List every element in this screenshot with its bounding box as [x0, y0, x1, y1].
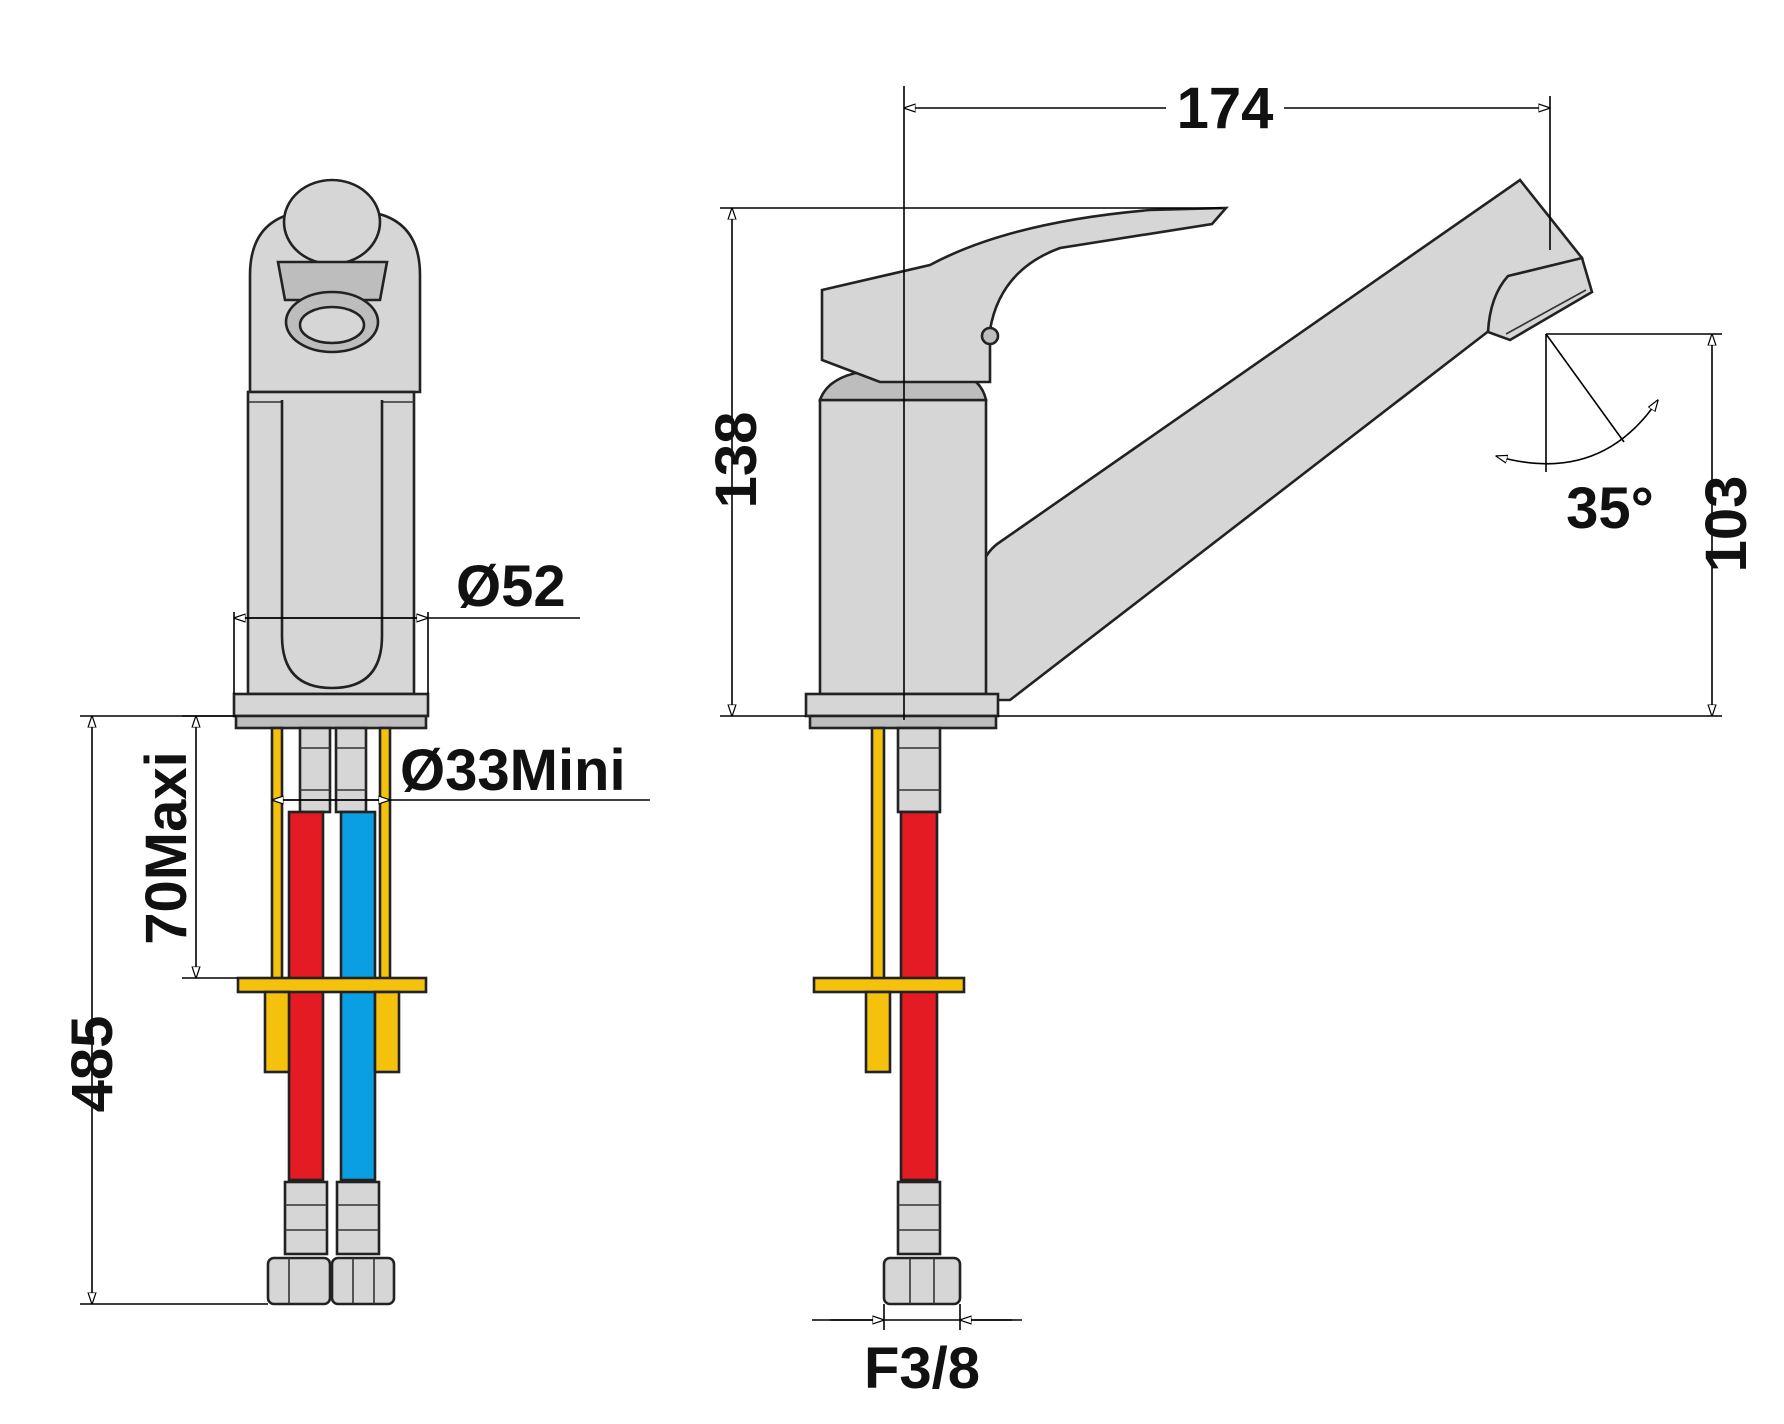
front-lever	[248, 178, 422, 394]
front-hose-ends	[283, 1180, 381, 1256]
lever-neck	[276, 260, 389, 302]
side-aerator	[1486, 256, 1594, 342]
label-deck-thickness: 70Maxi	[134, 751, 199, 944]
label-connector-thread: F3/8	[864, 1336, 980, 1401]
label-hose-length: 485	[60, 1016, 125, 1113]
side-body	[818, 398, 988, 696]
side-base	[804, 692, 1000, 718]
front-base	[232, 692, 430, 718]
width-label-bg	[1166, 74, 1284, 134]
dim-hole-diameter: Ø33Mini	[272, 738, 650, 803]
front-hex-nut-right	[330, 1256, 396, 1306]
dim-width-total: 174	[904, 74, 1551, 250]
side-spout	[973, 178, 1584, 702]
side-lever	[820, 206, 1229, 384]
label-width-total: 174	[1177, 76, 1274, 141]
front-hose-cold	[339, 810, 377, 1182]
side-nut	[864, 990, 892, 1074]
label-height-total: 138	[704, 412, 769, 509]
dim-deck-thickness: 70Maxi	[134, 715, 238, 979]
side-mounting-plate	[812, 976, 966, 994]
dim-connector-thread: F3/8	[812, 1304, 1022, 1401]
dim-swivel-angle: 35°	[1496, 333, 1658, 541]
front-view: Ø52 Ø33Mini 70Maxi 485	[60, 178, 650, 1306]
side-hose-end	[896, 1180, 942, 1256]
side-aerator-line	[1505, 289, 1587, 335]
label-base-diameter: Ø52	[456, 554, 566, 619]
dim-height-total: 138	[704, 207, 1222, 717]
side-lever-pin	[980, 326, 1000, 346]
front-spout	[280, 400, 384, 690]
side-hose-nipple	[896, 726, 942, 814]
dim-base-diameter: Ø52	[233, 554, 580, 694]
front-hose-hot	[287, 810, 325, 1182]
lever-cap	[282, 178, 382, 266]
label-hole-diameter: Ø33Mini	[400, 738, 626, 803]
side-view: 174 138 103 35°	[704, 74, 1759, 1401]
front-mounting-plate	[236, 976, 428, 994]
front-flange	[234, 714, 428, 730]
side-hex-nut	[882, 1256, 962, 1306]
aerator-face	[298, 305, 366, 345]
dim-hose-length: 485	[60, 715, 268, 1305]
dim-spout-height: 103	[998, 333, 1759, 717]
front-hex-nut-left	[266, 1256, 332, 1306]
side-flange	[808, 714, 998, 730]
front-nut-right	[373, 990, 401, 1074]
side-hose-hot	[899, 810, 939, 1182]
label-swivel-angle: 35°	[1566, 476, 1654, 541]
front-nut-left	[263, 990, 291, 1074]
label-spout-height: 103	[1694, 476, 1759, 573]
